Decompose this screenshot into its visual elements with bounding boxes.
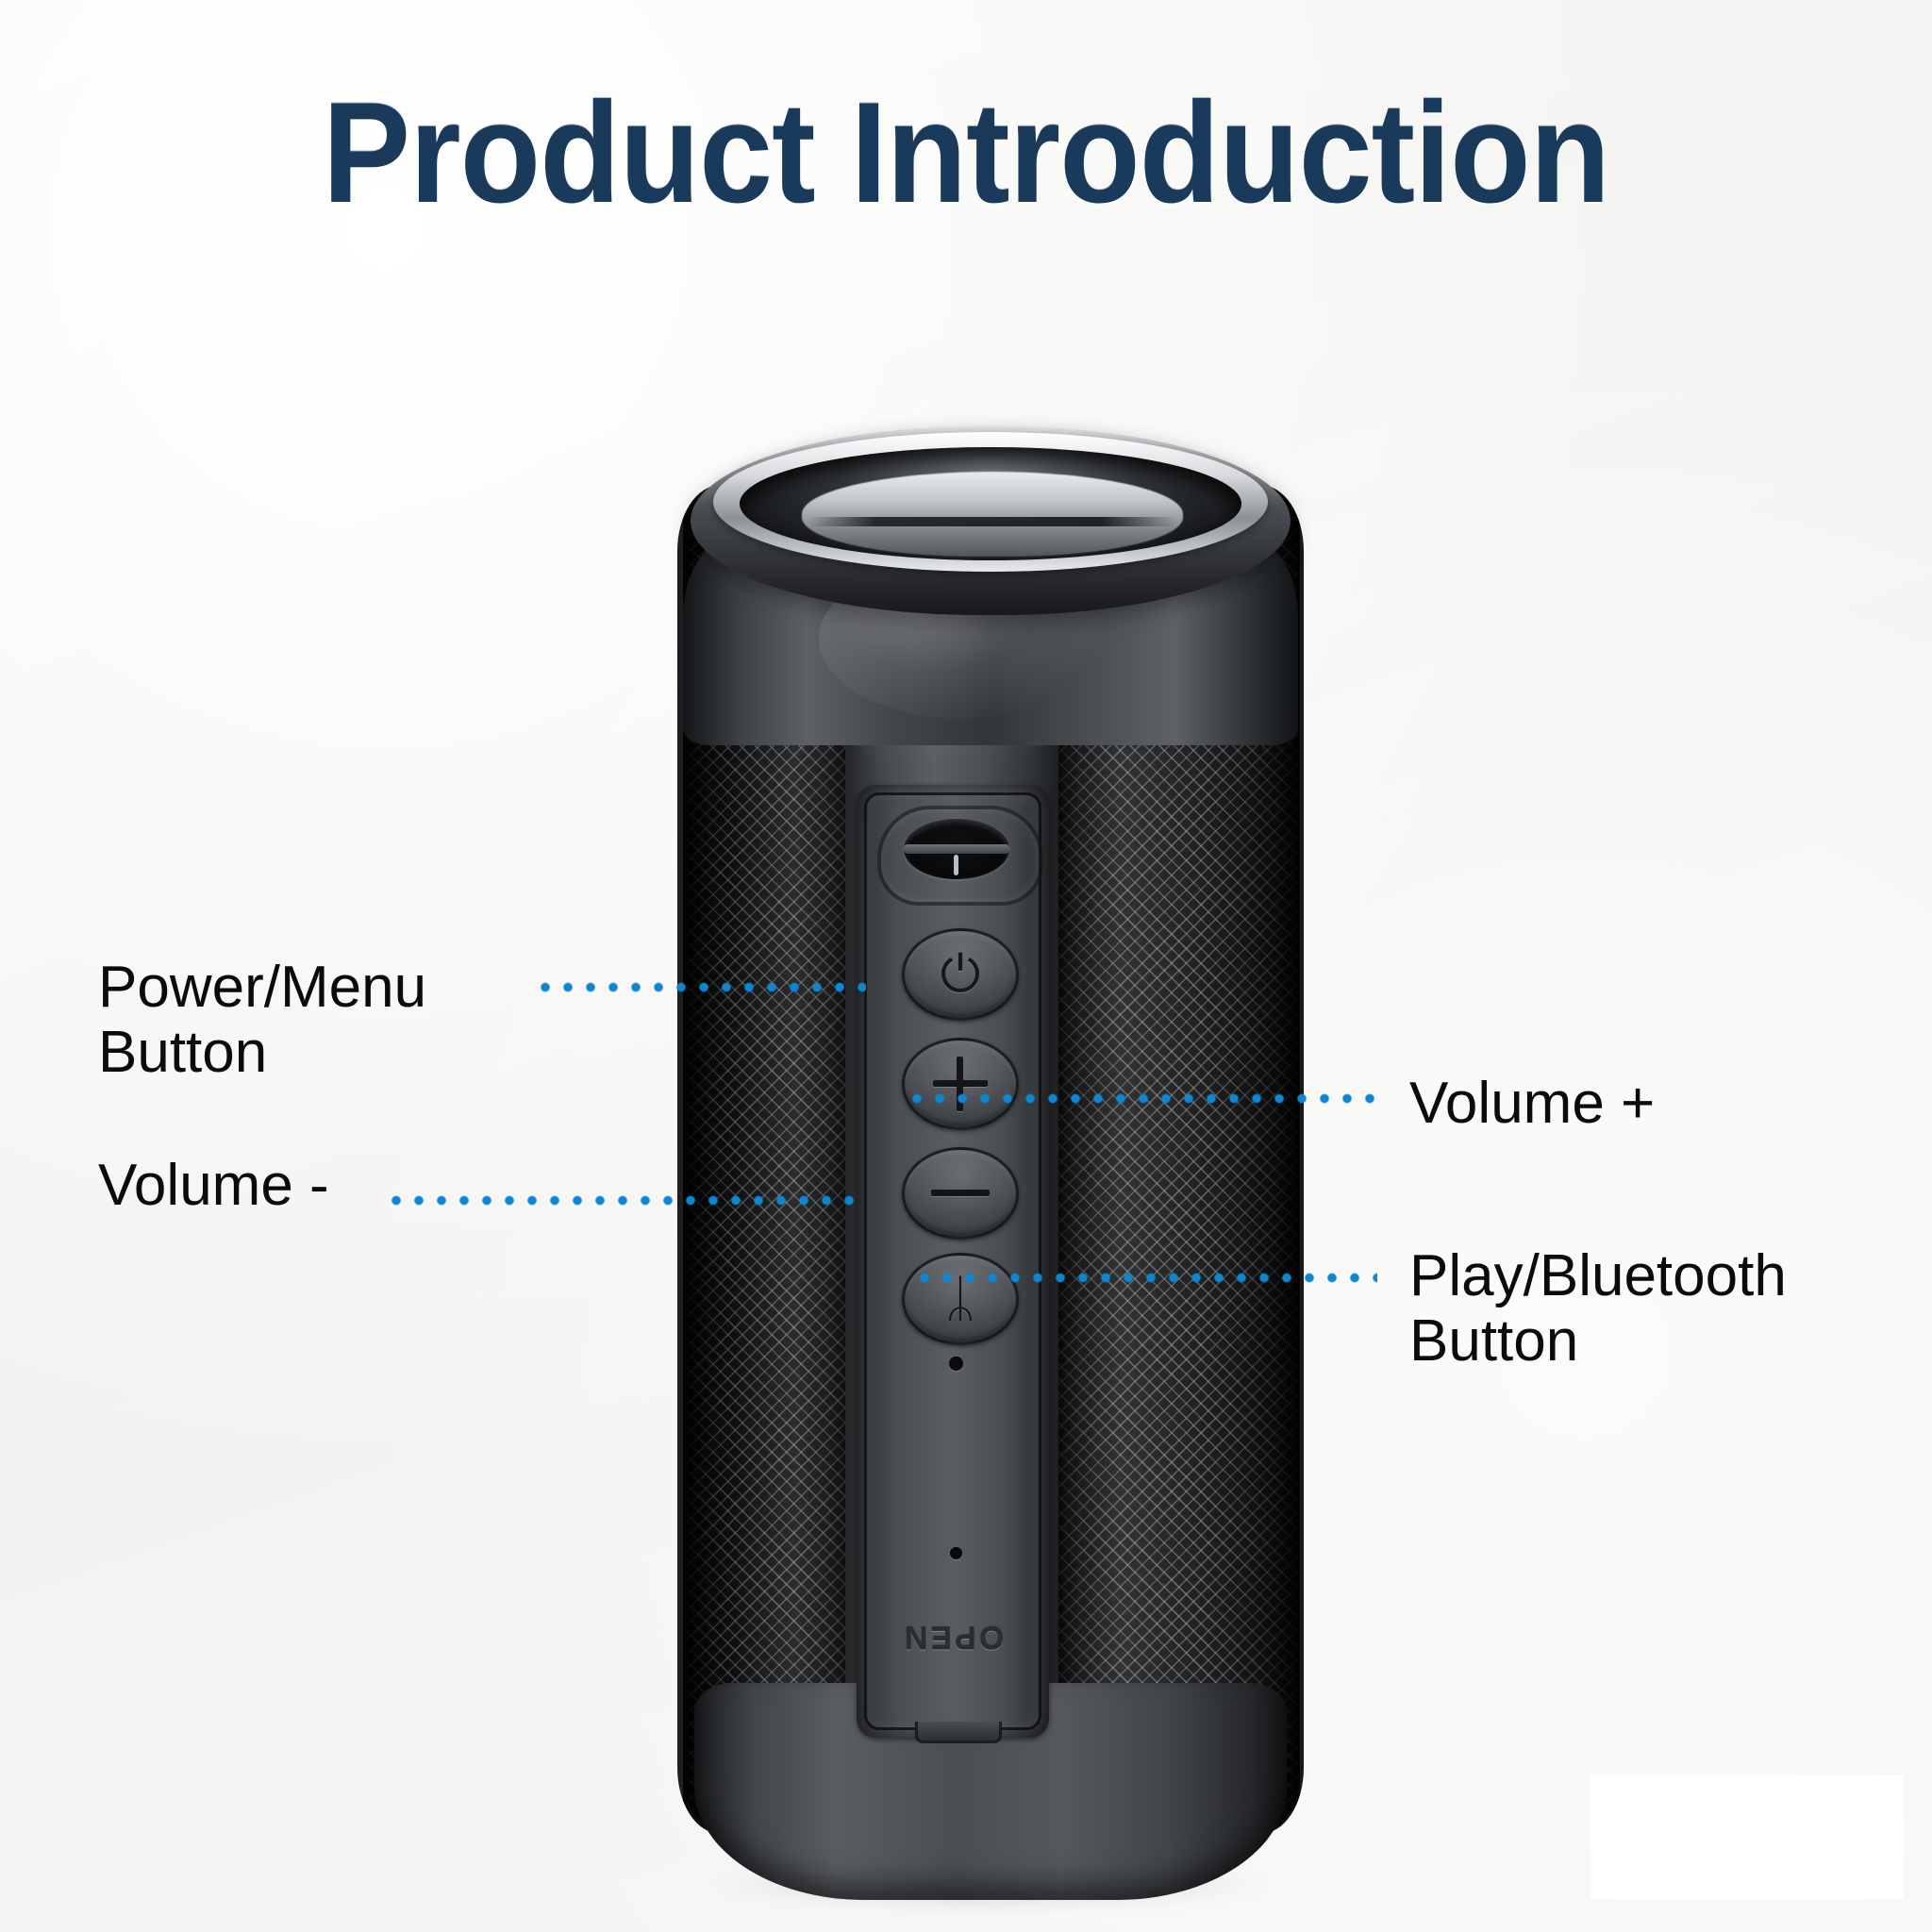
callout-label-volume-up: Volume + — [1409, 1071, 1656, 1136]
microphone-hole — [950, 1547, 962, 1559]
volume-down-button[interactable] — [902, 1147, 1019, 1240]
product-speaker-image: ⏻ ᛦ OPEN — [677, 426, 1304, 1909]
leader-line-power-menu — [534, 982, 866, 992]
play-bluetooth-button[interactable]: ᛦ — [902, 1253, 1019, 1345]
minus-icon — [931, 1190, 990, 1196]
speaker-top-dome — [802, 472, 1183, 557]
page-title: Product Introduction — [322, 73, 1610, 233]
volume-up-button[interactable] — [902, 1038, 1019, 1130]
port-slot-key — [954, 855, 958, 875]
callout-label-power-menu: Power/Menu Button — [98, 955, 427, 1086]
port-cover-pull-tab — [915, 1722, 1002, 1743]
callout-label-play-bluetooth: Play/Bluetooth Button — [1409, 1243, 1787, 1374]
speaker-control-panel: ⏻ ᛦ OPEN — [857, 785, 1049, 1743]
port-slot-divider — [904, 844, 1009, 854]
leader-line-volume-up — [906, 1093, 1377, 1104]
watermark-placeholder — [1591, 1774, 1904, 1899]
leader-line-play-bluetooth — [913, 1273, 1377, 1283]
callout-label-volume-down: Volume - — [98, 1153, 329, 1218]
power-menu-button[interactable]: ⏻ — [902, 928, 1019, 1021]
port-cover-open-label: OPEN — [901, 1620, 1005, 1656]
port-slot-surround — [877, 806, 1043, 906]
power-icon: ⏻ — [940, 944, 981, 1004]
leader-line-volume-down — [385, 1195, 866, 1206]
plus-icon-vertical — [957, 1057, 963, 1111]
speaker-top-dome-seam — [809, 517, 1175, 526]
status-led-hole — [949, 1357, 963, 1371]
